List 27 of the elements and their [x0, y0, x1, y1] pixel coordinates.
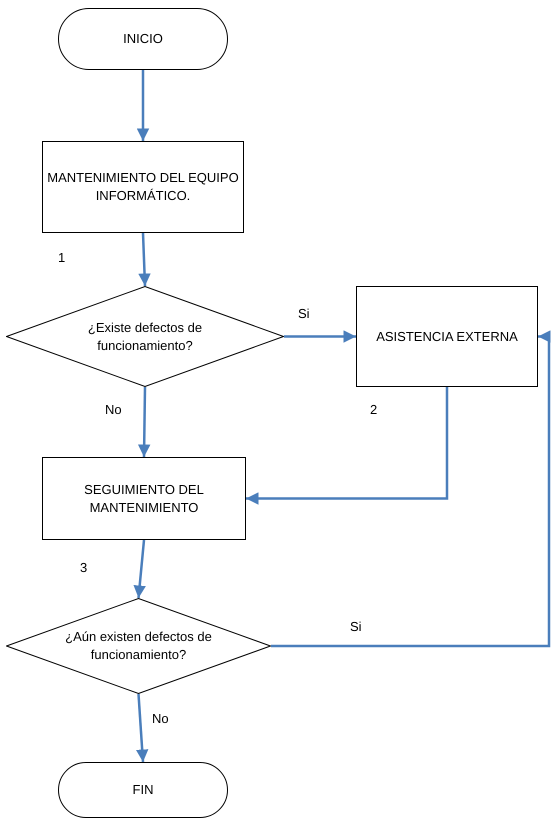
step-number: 1: [58, 250, 66, 265]
arrow: [136, 694, 148, 762]
process-box: [42, 457, 246, 540]
node-text: INICIO: [123, 30, 163, 48]
decision-diamond: [6, 286, 284, 387]
decision-diamond: [6, 598, 271, 694]
node-text: SEGUIMIENTO DEL MANTENIMIENTO: [83, 480, 205, 516]
edge-label: No: [105, 402, 122, 417]
node-text: FIN: [132, 781, 154, 799]
node-text: MANTENIMIENTO DEL EQUIPO INFORMÁTICO.: [47, 169, 239, 205]
process-box: [356, 286, 538, 387]
node-text: ASISTENCIA EXTERNA: [376, 328, 518, 346]
edge-label: Si: [298, 306, 310, 321]
arrow: [136, 70, 150, 141]
arrow: [138, 232, 151, 286]
step-number: 2: [370, 402, 378, 417]
node-text: ¿Aún existen defectos de funcionamiento?: [64, 628, 213, 664]
step-number: 3: [80, 560, 88, 575]
arrow: [271, 330, 550, 648]
arrow: [133, 540, 146, 598]
node-text: ¿Existe defectos de funcionamiento?: [86, 318, 204, 354]
arrow: [246, 387, 448, 505]
arrow: [284, 330, 356, 343]
edge-label: Si: [350, 619, 362, 634]
edge-label: No: [152, 711, 169, 726]
arrow: [138, 386, 150, 458]
process-box: [42, 141, 244, 233]
